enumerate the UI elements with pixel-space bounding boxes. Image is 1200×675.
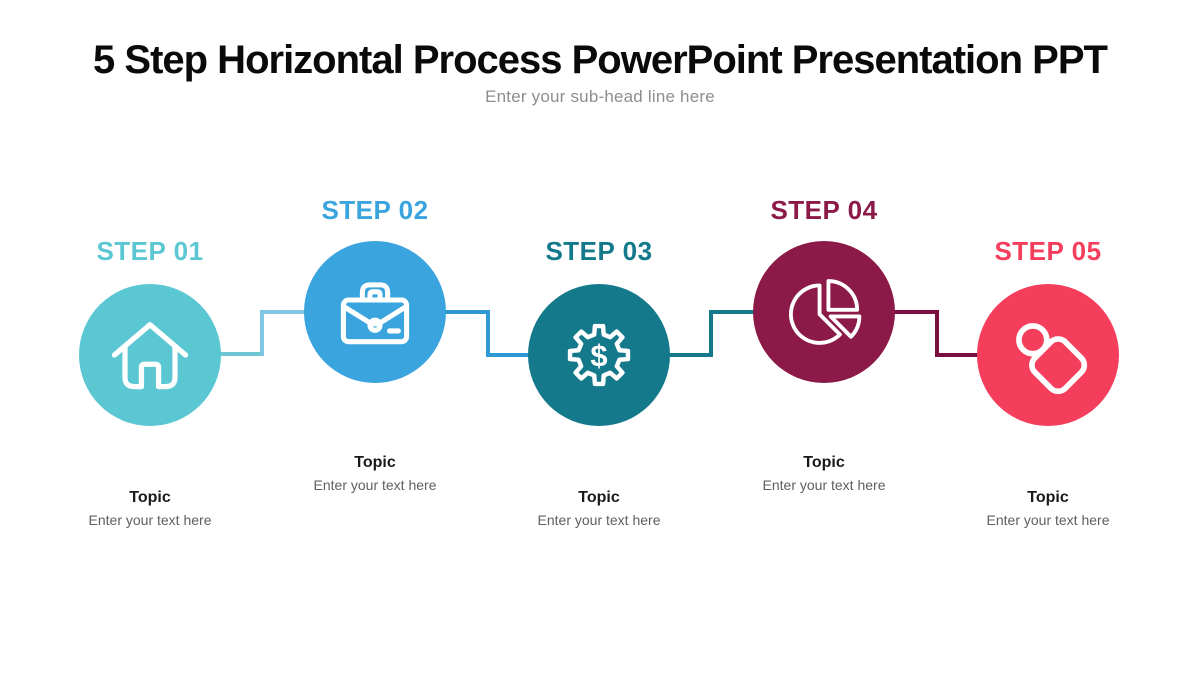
connector-step1-step2-upper: [260, 310, 305, 356]
step-02-circle: [304, 241, 446, 383]
briefcase-icon: [340, 282, 410, 345]
connector-step3-step4: [668, 310, 755, 357]
svg-text:$: $: [590, 338, 607, 373]
step-03-description: Enter your text here: [537, 512, 661, 528]
slide-subtitle: Enter your sub-head line here: [485, 87, 715, 106]
step-02-topic: Topic: [354, 454, 396, 471]
step-04-topic: Topic: [803, 454, 845, 471]
connector-step4-step5: [893, 310, 979, 357]
step-05-circle: [977, 284, 1119, 426]
step-03-topic: Topic: [578, 489, 620, 506]
step-01-topic: Topic: [129, 489, 171, 506]
step-05-label: STEP 05: [994, 236, 1102, 266]
slide-title: 5 Step Horizontal Process PowerPoint Pre…: [93, 38, 1108, 82]
step-02-label: STEP 02: [321, 195, 429, 225]
step-02-description: Enter your text here: [313, 477, 437, 493]
step-01-description: Enter your text here: [88, 512, 212, 528]
home-icon: [111, 322, 189, 390]
step-01-label: STEP 01: [96, 236, 204, 266]
step-04-circle: [753, 241, 895, 383]
step-03-label: STEP 03: [545, 236, 653, 266]
price-tag-icon: [1016, 323, 1088, 395]
gear-dollar-icon: $: [567, 323, 631, 387]
step-03-circle: $: [528, 284, 670, 426]
pie-chart-icon: [788, 279, 862, 345]
connector-step2-step3: [445, 310, 530, 357]
step-04-description: Enter your text here: [762, 477, 886, 493]
step-04-label: STEP 04: [770, 195, 878, 225]
step-05-topic: Topic: [1027, 489, 1069, 506]
step-05-description: Enter your text here: [986, 512, 1110, 528]
step-01-circle: [79, 284, 221, 426]
